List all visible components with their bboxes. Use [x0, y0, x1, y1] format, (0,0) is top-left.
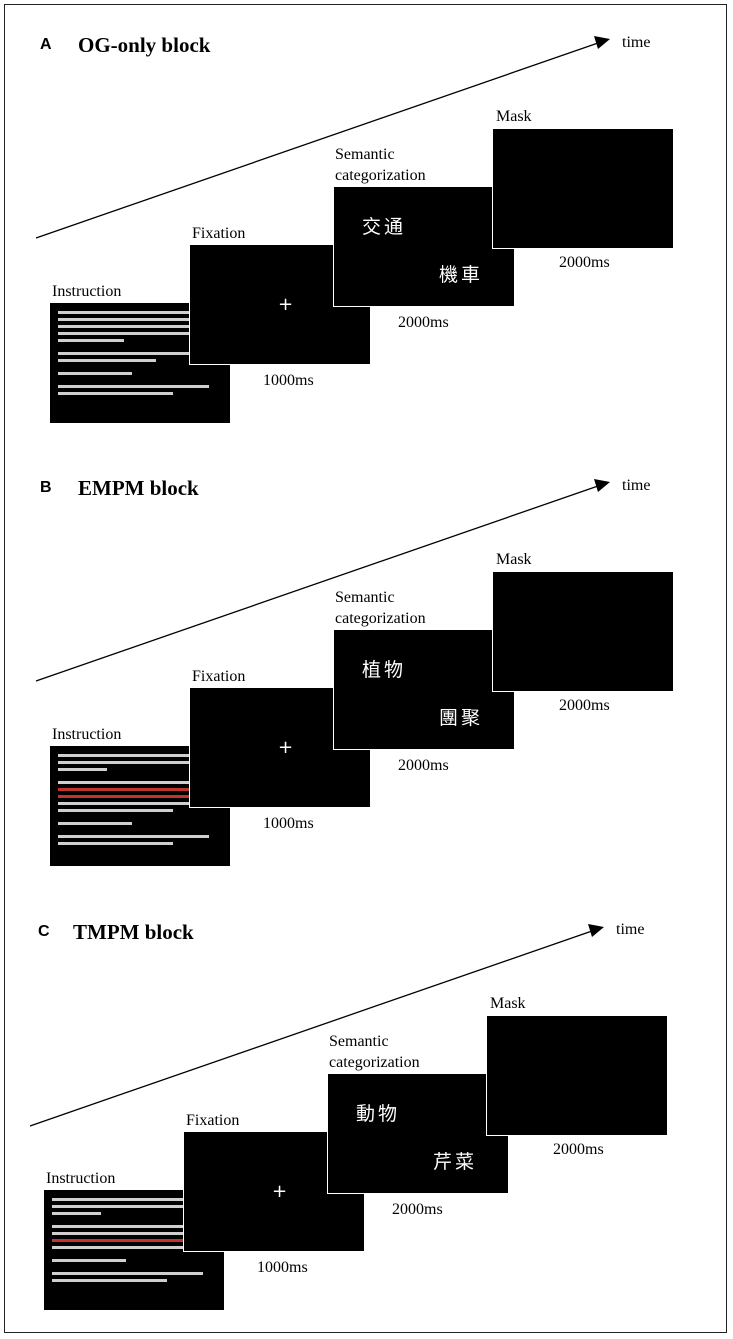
mask-screen [486, 1015, 668, 1136]
fixation-label: Fixation [186, 1112, 240, 1129]
time-label: time [616, 921, 645, 938]
fixation-cross: + [278, 294, 294, 315]
panel-title: TMPM block [73, 920, 194, 944]
mask-screen [492, 571, 674, 692]
semantic-label-line2: categorization [335, 167, 426, 184]
fixation-duration: 1000ms [263, 372, 314, 389]
panel-letter: B [40, 479, 52, 496]
category-word: 交通 [362, 216, 407, 238]
fixation-label: Fixation [192, 668, 246, 685]
semantic-label-line2: categorization [335, 610, 426, 627]
instruction-label: Instruction [52, 726, 122, 743]
semantic-duration: 2000ms [398, 314, 449, 331]
mask-label: Mask [490, 995, 526, 1012]
category-word: 植物 [362, 659, 407, 681]
fixation-cross: + [272, 1181, 288, 1202]
semantic-label-line1: Semantic [329, 1033, 389, 1050]
panel-letter: C [38, 923, 50, 940]
panel-letter: A [40, 36, 52, 53]
target-word: 芹菜 [433, 1151, 478, 1173]
target-word: 團聚 [439, 707, 484, 729]
semantic-screen: 動物 芹菜 [327, 1073, 509, 1194]
semantic-label-line1: Semantic [335, 589, 395, 606]
time-arrow [35, 479, 610, 682]
semantic-screen: 交通 機車 [333, 186, 515, 307]
time-arrow [29, 924, 604, 1127]
instruction-label: Instruction [46, 1170, 116, 1187]
mask-screen [492, 128, 674, 249]
panel-c: C TMPM block time Instruction Fixation +… [0, 887, 733, 1327]
mask-duration: 2000ms [559, 697, 610, 714]
fixation-cross: + [278, 737, 294, 758]
figure-border [4, 4, 727, 1333]
semantic-label-line2: categorization [329, 1054, 420, 1071]
panel-title: OG-only block [78, 33, 211, 57]
semantic-screen: 植物 團聚 [333, 629, 515, 750]
mask-label: Mask [496, 108, 532, 125]
semantic-duration: 2000ms [392, 1201, 443, 1218]
panel-b: B EMPM block time Instruction Fixation +… [0, 443, 733, 883]
instruction-label: Instruction [52, 283, 122, 300]
category-word: 動物 [356, 1103, 401, 1125]
semantic-label-line1: Semantic [335, 146, 395, 163]
semantic-duration: 2000ms [398, 757, 449, 774]
panel-a: A OG-only block time Instruction Fixatio… [0, 0, 733, 440]
panel-title: EMPM block [78, 476, 199, 500]
time-label: time [622, 477, 651, 494]
target-word: 機車 [439, 264, 484, 286]
mask-duration: 2000ms [553, 1141, 604, 1158]
fixation-duration: 1000ms [257, 1259, 308, 1276]
fixation-label: Fixation [192, 225, 246, 242]
time-arrow [35, 36, 610, 239]
mask-label: Mask [496, 551, 532, 568]
fixation-duration: 1000ms [263, 815, 314, 832]
time-label: time [622, 34, 651, 51]
mask-duration: 2000ms [559, 254, 610, 271]
